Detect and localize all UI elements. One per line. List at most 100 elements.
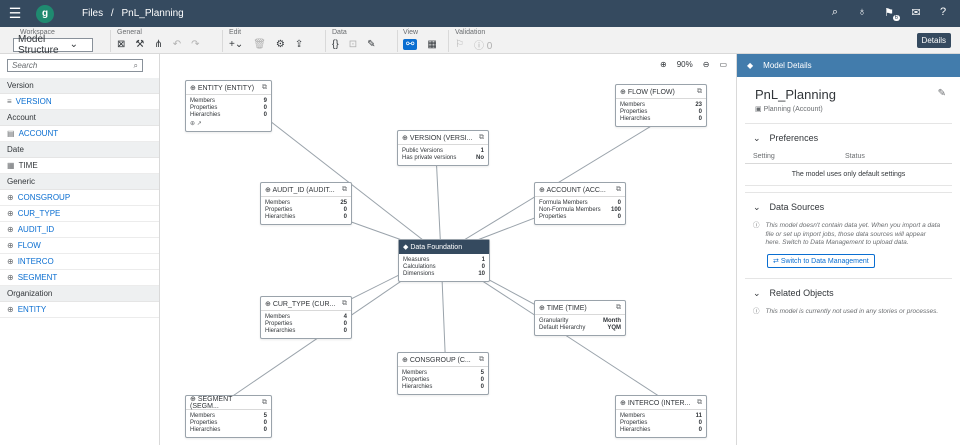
help-icon[interactable]: ?: [939, 6, 947, 18]
redo-icon[interactable]: ↷: [191, 39, 200, 50]
menu-icon[interactable]: ☰: [8, 5, 22, 21]
sidebar-item-segment[interactable]: ⊕SEGMENT: [0, 270, 159, 286]
avatar[interactable]: g: [36, 4, 54, 23]
sidebar-item-label: TIME: [18, 161, 38, 170]
sidebar-item-label: FLOW: [17, 241, 41, 250]
preferences-header[interactable]: ⌄Preferences: [745, 124, 952, 153]
dimension-icon: ⊕: [265, 300, 273, 308]
sidebar-item-time[interactable]: ▦TIME: [0, 158, 159, 174]
chevron-down-icon: ⌄: [69, 39, 78, 50]
card-header: ⊕ FLOW (FLOW) ⧉: [616, 85, 706, 99]
zoom-in-icon[interactable]: ⊕: [660, 60, 667, 69]
card-title-wrap: ⊕ AUDIT_ID (AUDIT...: [265, 186, 335, 194]
edit-icon[interactable]: ✎: [937, 88, 946, 99]
row-value: 0: [698, 420, 702, 426]
details-button[interactable]: Details: [916, 33, 951, 48]
dimension-icon: ⊕: [7, 193, 14, 202]
wrench-icon[interactable]: ⚒: [135, 39, 145, 50]
search-icon[interactable]: ⌕: [831, 6, 839, 18]
sidebar-item-cur-type[interactable]: ⊕CUR_TYPE: [0, 206, 159, 222]
zoom-out-icon[interactable]: ⊖: [702, 60, 710, 69]
copy-icon[interactable]: ⧉: [616, 185, 621, 193]
sidebar-item-version[interactable]: ≡VERSION: [0, 94, 159, 110]
edit-group: Edit +⌄ 🗑 ⚙ ⇪: [229, 28, 313, 52]
delete-icon[interactable]: 🗑: [253, 39, 266, 50]
notifications-icon[interactable]: ⚑6: [884, 7, 900, 21]
clear-icon[interactable]: ⊠: [117, 39, 126, 50]
info-icon[interactable]: ⓘ 0: [473, 41, 493, 52]
grid-view-icon[interactable]: ▦: [427, 39, 437, 50]
formula-icon[interactable]: {}: [332, 39, 339, 50]
related-objects-header[interactable]: ⌄Related Objects: [745, 279, 952, 308]
group-label: Edit: [229, 29, 242, 36]
switch-to-data-management-button[interactable]: ⇄ Switch to Data Management: [767, 253, 875, 268]
row-label: Members: [265, 314, 291, 320]
row-label: Members: [190, 98, 216, 104]
copy-icon[interactable]: ⧉: [342, 299, 347, 307]
fullscreen-icon[interactable]: ▭: [719, 60, 727, 69]
share-icon[interactable]: ⋔: [154, 39, 163, 50]
card-footer-icons[interactable]: ⊕ ↗: [190, 121, 202, 127]
undo-icon[interactable]: ↶: [172, 39, 182, 50]
workspace-select[interactable]: Model Structure⌄: [13, 34, 93, 56]
card-title: AUDIT_ID (AUDIT...: [272, 186, 335, 194]
sidebar-item-interco[interactable]: ⊕INTERCO: [0, 254, 159, 270]
breadcrumb-files[interactable]: Files: [82, 8, 104, 19]
pencil-icon[interactable]: ✎: [367, 39, 376, 50]
lightbulb-icon[interactable]: ♁: [857, 6, 867, 18]
model-type: Planning (Account): [763, 106, 823, 113]
lock-icon[interactable]: ⊡: [348, 39, 358, 50]
copy-icon[interactable]: ⧉: [616, 303, 621, 311]
hierarchy-icon[interactable]: ⚙: [275, 39, 285, 50]
export-icon[interactable]: ⇪: [294, 39, 304, 50]
dimension-icon: ⊕: [7, 273, 14, 282]
row-label: Measures: [403, 257, 430, 263]
note-text: This model doesn't contain data yet. Whe…: [765, 222, 941, 246]
info-icon: ⓘ: [753, 222, 760, 229]
dimension-icon: ⊕: [402, 134, 410, 142]
copy-icon[interactable]: ⧉: [697, 398, 702, 406]
copy-icon[interactable]: ⧉: [697, 87, 702, 95]
copy-icon[interactable]: ⧉: [262, 83, 267, 91]
sidebar-item-flow[interactable]: ⊕FLOW: [0, 238, 159, 254]
feedback-icon[interactable]: ✉: [911, 7, 921, 19]
sidebar-item-audit-id[interactable]: ⊕AUDIT_ID: [0, 222, 159, 238]
card-title-wrap: ⊕ FLOW (FLOW): [620, 88, 675, 96]
search-input[interactable]: Search⌕: [7, 59, 143, 72]
sidebar-item-label: INTERCO: [17, 257, 54, 266]
copy-icon[interactable]: ⧉: [479, 355, 484, 363]
diagram-view-icon[interactable]: ⚯: [403, 39, 418, 50]
add-icon[interactable]: +⌄: [229, 39, 244, 50]
planning-icon: ▣: [755, 106, 764, 113]
copy-icon[interactable]: ⧉: [479, 133, 484, 141]
sidebar-item-entity[interactable]: ⊕ENTITY: [0, 302, 159, 318]
copy-icon[interactable]: ⧉: [342, 185, 347, 193]
card-title-wrap: ⊕ SEGMENT (SEGM...: [190, 395, 262, 410]
card-header: ⊕ SEGMENT (SEGM...⧉: [186, 396, 271, 410]
sidebar-item-consgroup[interactable]: ⊕CONSGROUP: [0, 190, 159, 206]
validation-icon[interactable]: ⚐: [455, 39, 464, 50]
sidebar-item-account[interactable]: ▤ACCOUNT: [0, 126, 159, 142]
copy-icon[interactable]: ⧉: [262, 398, 267, 406]
data-sources-header[interactable]: ⌄Data Sources: [745, 193, 952, 222]
